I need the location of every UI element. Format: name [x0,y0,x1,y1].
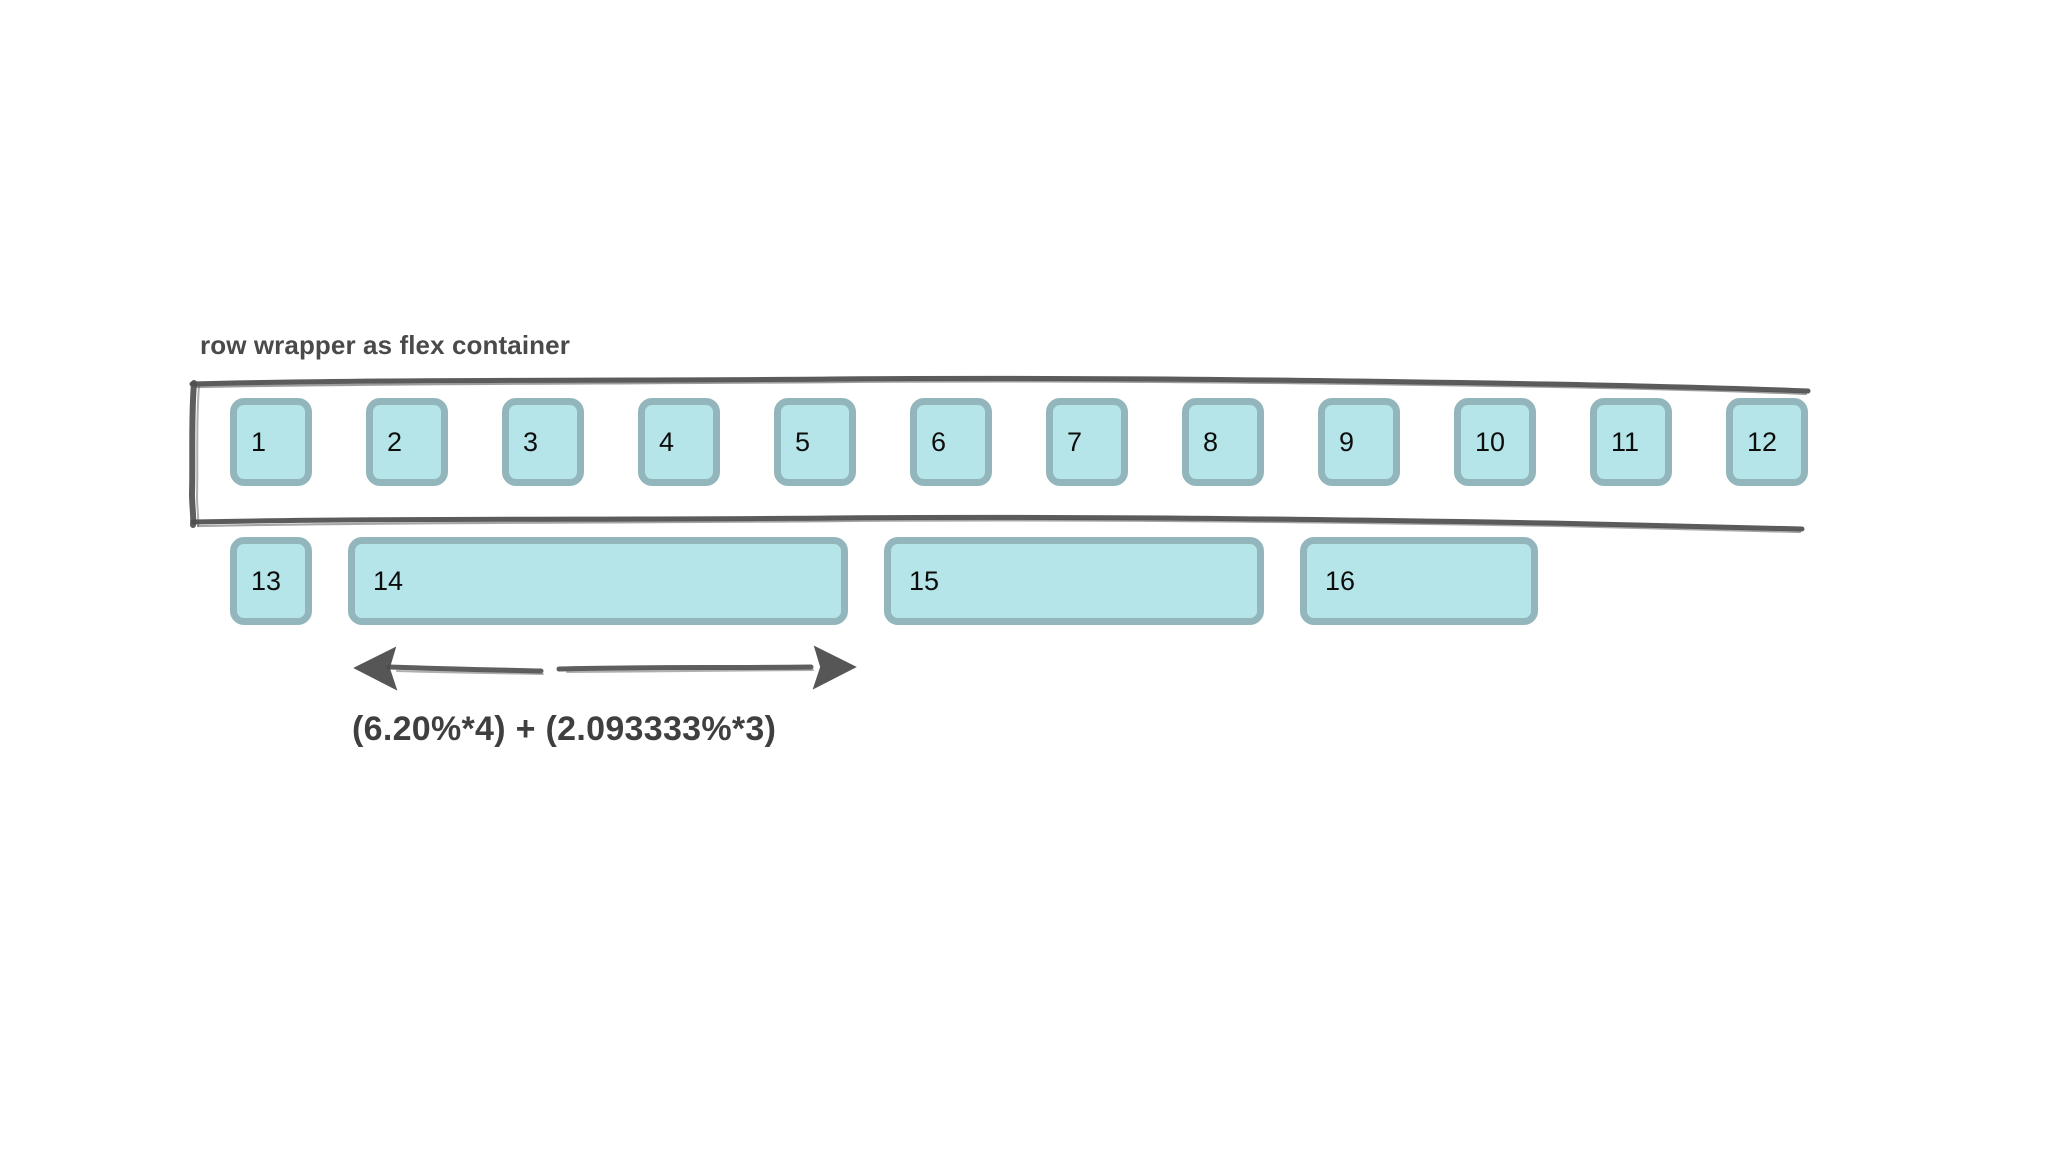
flex-item-6[interactable]: 6 [910,398,992,486]
flex-row-one: 1 2 3 4 5 6 7 8 9 10 11 12 [230,398,1830,486]
flex-item-4[interactable]: 4 [638,398,720,486]
flex-item-12[interactable]: 12 [1726,398,1808,486]
flex-item-1[interactable]: 1 [230,398,312,486]
flex-container-caption: row wrapper as flex container [200,330,570,360]
flex-item-3[interactable]: 3 [502,398,584,486]
flex-item-7[interactable]: 7 [1046,398,1128,486]
flex-item-5[interactable]: 5 [774,398,856,486]
width-formula-label: (6.20%*4) + (2.093333%*3) [352,710,777,748]
double-headed-measure-arrow-icon [345,640,865,696]
flex-item-10[interactable]: 10 [1454,398,1536,486]
flex-row-two: 13 14 15 16 [230,537,1830,625]
flex-item-14[interactable]: 14 [348,537,848,625]
flex-item-13[interactable]: 13 [230,537,312,625]
flex-item-11[interactable]: 11 [1590,398,1672,486]
flex-item-16[interactable]: 16 [1300,537,1538,625]
flex-item-8[interactable]: 8 [1182,398,1264,486]
flex-item-15[interactable]: 15 [884,537,1264,625]
flex-item-9[interactable]: 9 [1318,398,1400,486]
flex-item-2[interactable]: 2 [366,398,448,486]
